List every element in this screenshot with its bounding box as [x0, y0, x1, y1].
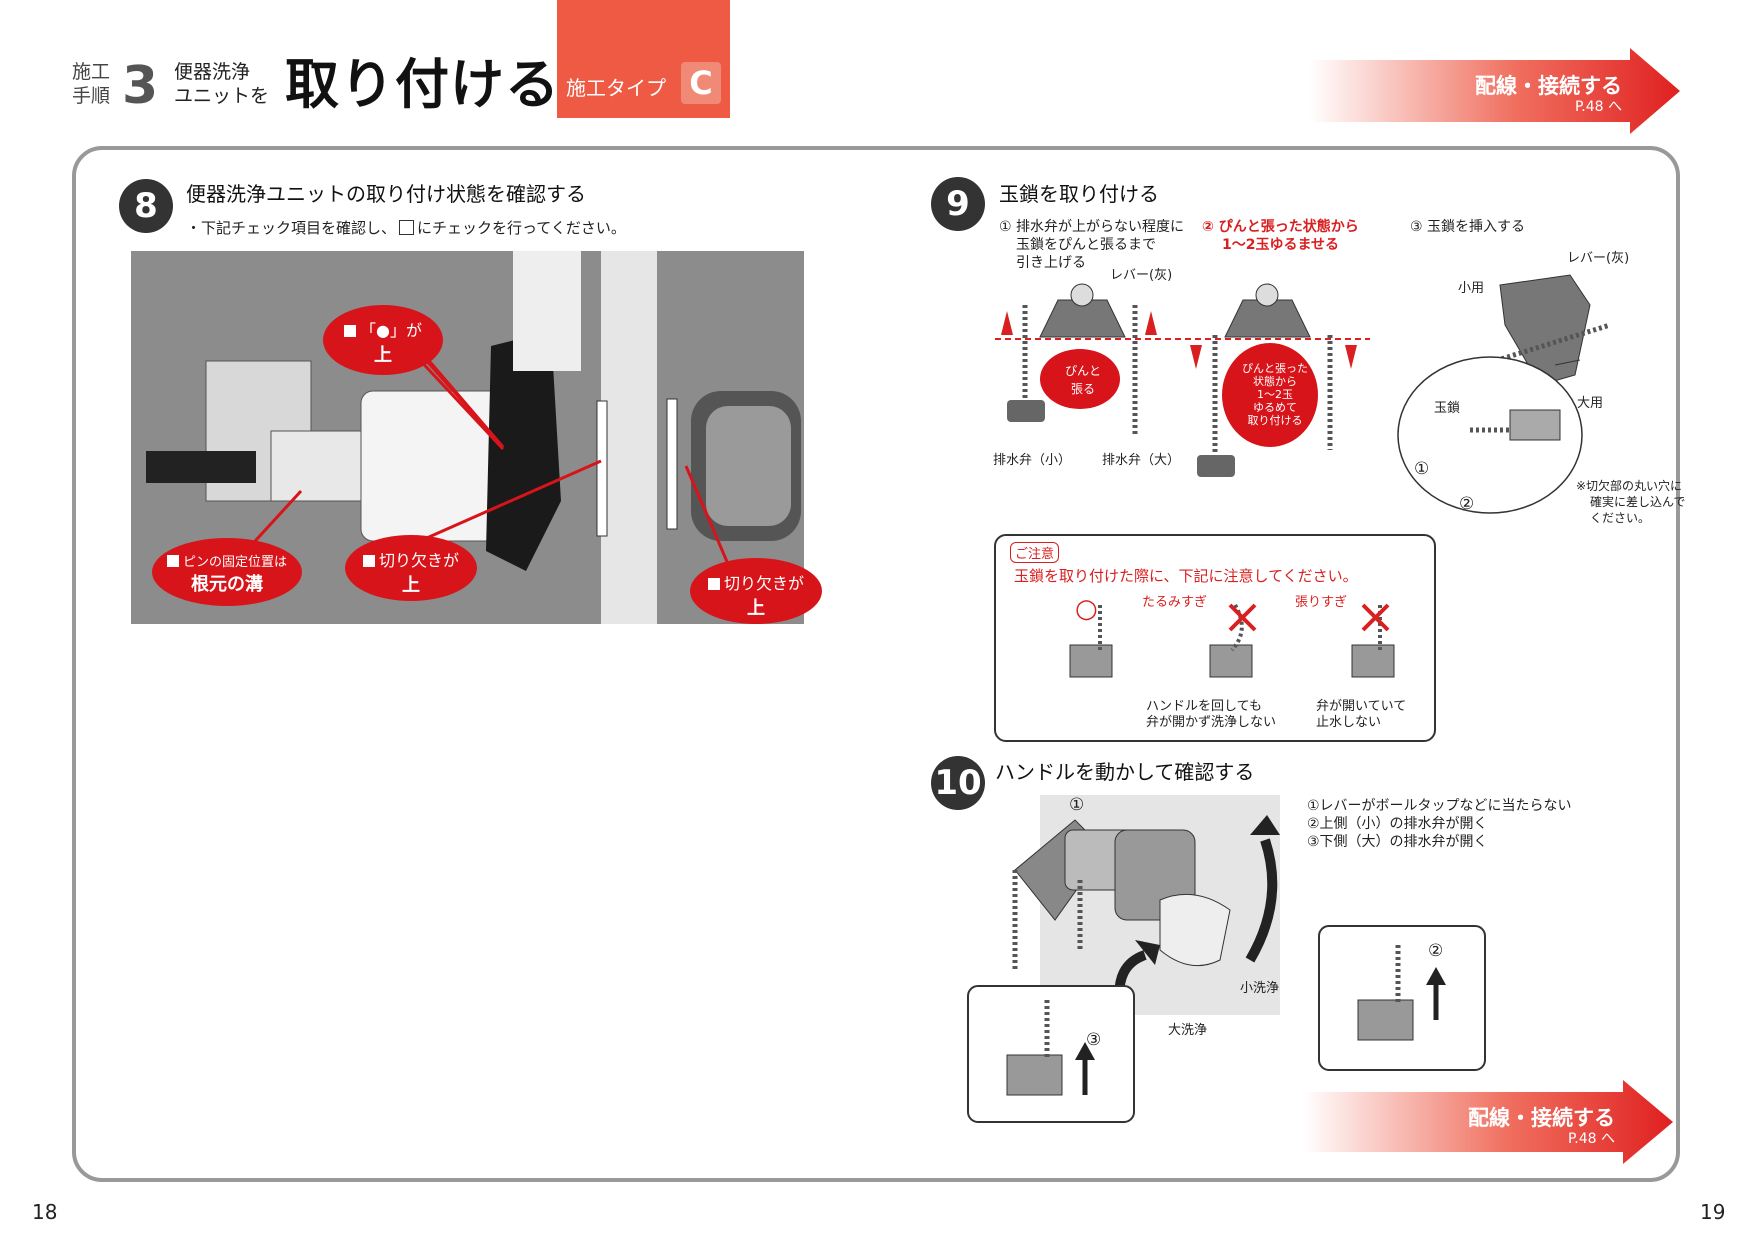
checkbox-sample-icon [399, 220, 415, 235]
arrow-right-icon [1303, 1080, 1673, 1164]
bubble-notch-up-a: 切り欠きが 上 [345, 535, 477, 601]
nav-label: 配線・接続する [1468, 1106, 1615, 1130]
slack-description: ハンドルを回しても 弁が開かず洗浄しない [1146, 699, 1277, 730]
checkbox-icon [344, 325, 357, 337]
chain-caution-illustrations [1069, 603, 1395, 678]
checkbox-icon [362, 555, 375, 567]
tight-description: 弁が開いていて 止水しない [1316, 699, 1407, 730]
construction-type-label: 施工タイプ [566, 76, 666, 100]
procedure-step-number: 3 [122, 56, 159, 116]
circle-1-label: ① [1069, 795, 1085, 815]
nav-arrow-wiring-bottom[interactable]: 配線・接続する P.48 へ [1303, 1080, 1673, 1164]
step-9-title: 玉鎖を取り付ける [999, 182, 1159, 206]
caution-box [994, 534, 1436, 742]
step-10-checklist: ①レバーがボールタップなどに当たらない ②上側（小）の排水弁が開く ③下側（大）… [1307, 798, 1572, 850]
circle-3-label: ③ [1086, 1030, 1102, 1050]
step-10-number: 10 [931, 756, 985, 810]
step-9-number: 9 [931, 177, 985, 231]
step-8-number: 8 [119, 179, 173, 233]
valve-small-label: 排水弁（小） [993, 453, 1072, 468]
small-use-label: 小用 [1458, 281, 1485, 296]
bubble-notch-up-b: 切り欠きが 上 [690, 558, 822, 624]
lever-right-label: レバー(灰) [1567, 251, 1630, 266]
circle-2-label: ② [1459, 494, 1475, 514]
page-title: 取り付ける [285, 53, 560, 116]
large-flush-label: 大洗浄 [1168, 1023, 1208, 1038]
step-10-title: ハンドルを動かして確認する [995, 760, 1255, 784]
checkbox-icon [166, 555, 179, 567]
step-9-sub2: ② ぴんと張った状態から 1～2玉ゆるませる [1202, 219, 1359, 253]
slack-label: たるみすぎ [1142, 595, 1208, 610]
nav-page: P.48 へ [1568, 1131, 1615, 1147]
chain-tension-diagram [995, 283, 1370, 477]
lower-valve-inset [967, 985, 1135, 1123]
lever-label: レバー(灰) [1110, 268, 1173, 283]
circle-1-label: ① [1414, 459, 1430, 479]
construction-type-letter: C [681, 62, 721, 104]
bubble-dot-up: 「●」が 上 [323, 305, 443, 375]
bubble-pull-tight: ぴんと 張る [1064, 364, 1101, 396]
valve-large-label: 排水弁（大） [1102, 453, 1181, 468]
bubble-pin-position: ピンの固定位置は 根元の溝 [152, 538, 302, 606]
procedure-step-subtitle: 便器洗浄 ユニットを [174, 61, 270, 107]
ball-chain-label: 玉鎖 [1434, 401, 1461, 416]
arrow-right-icon [1310, 48, 1680, 134]
procedure-label: 施工 手順 [72, 61, 111, 107]
nav-label: 配線・接続する [1475, 74, 1622, 98]
tight-label: 張りすぎ [1295, 595, 1348, 610]
insert-note: ※切欠部の丸い穴に 確実に差し込んで ください。 [1576, 479, 1686, 525]
step-9-sub3: ③ 玉鎖を挿入する [1410, 219, 1526, 235]
ok-mark: ○ [1075, 594, 1098, 624]
handle-operation-illustration [1012, 795, 1280, 1015]
step-8-instruction: ・下記チェック項目を確認し、にチェックを行ってください。 [186, 219, 626, 237]
page-number-right: 19 [1700, 1200, 1726, 1224]
nav-page: P.48 へ [1575, 99, 1622, 115]
nav-arrow-wiring-top[interactable]: 配線・接続する P.48 へ [1310, 48, 1680, 134]
circle-2-label: ② [1428, 941, 1444, 961]
bubble-loosen: ぴんと張った 状態から 1～2玉 ゆるめて 取り付ける [1242, 362, 1308, 427]
caution-text: 玉鎖を取り付けた際に、下記に注意してください。 [1014, 567, 1358, 585]
chain-insert-diagram [1397, 274, 1611, 514]
caution-tag: ご注意 [1010, 542, 1060, 563]
step-9-sub1: ① 排水弁が上がらない程度に 玉鎖をぴんと張るまで 引き上げる [999, 219, 1185, 271]
small-flush-label: 小洗浄 [1240, 981, 1280, 996]
large-use-label: 大用 [1577, 396, 1604, 411]
page-number-left: 18 [32, 1200, 58, 1224]
step-8-title: 便器洗浄ユニットの取り付け状態を確認する [186, 182, 586, 206]
upper-valve-inset [1318, 925, 1486, 1071]
content-frame [72, 146, 1680, 1182]
checkbox-icon [707, 578, 720, 590]
